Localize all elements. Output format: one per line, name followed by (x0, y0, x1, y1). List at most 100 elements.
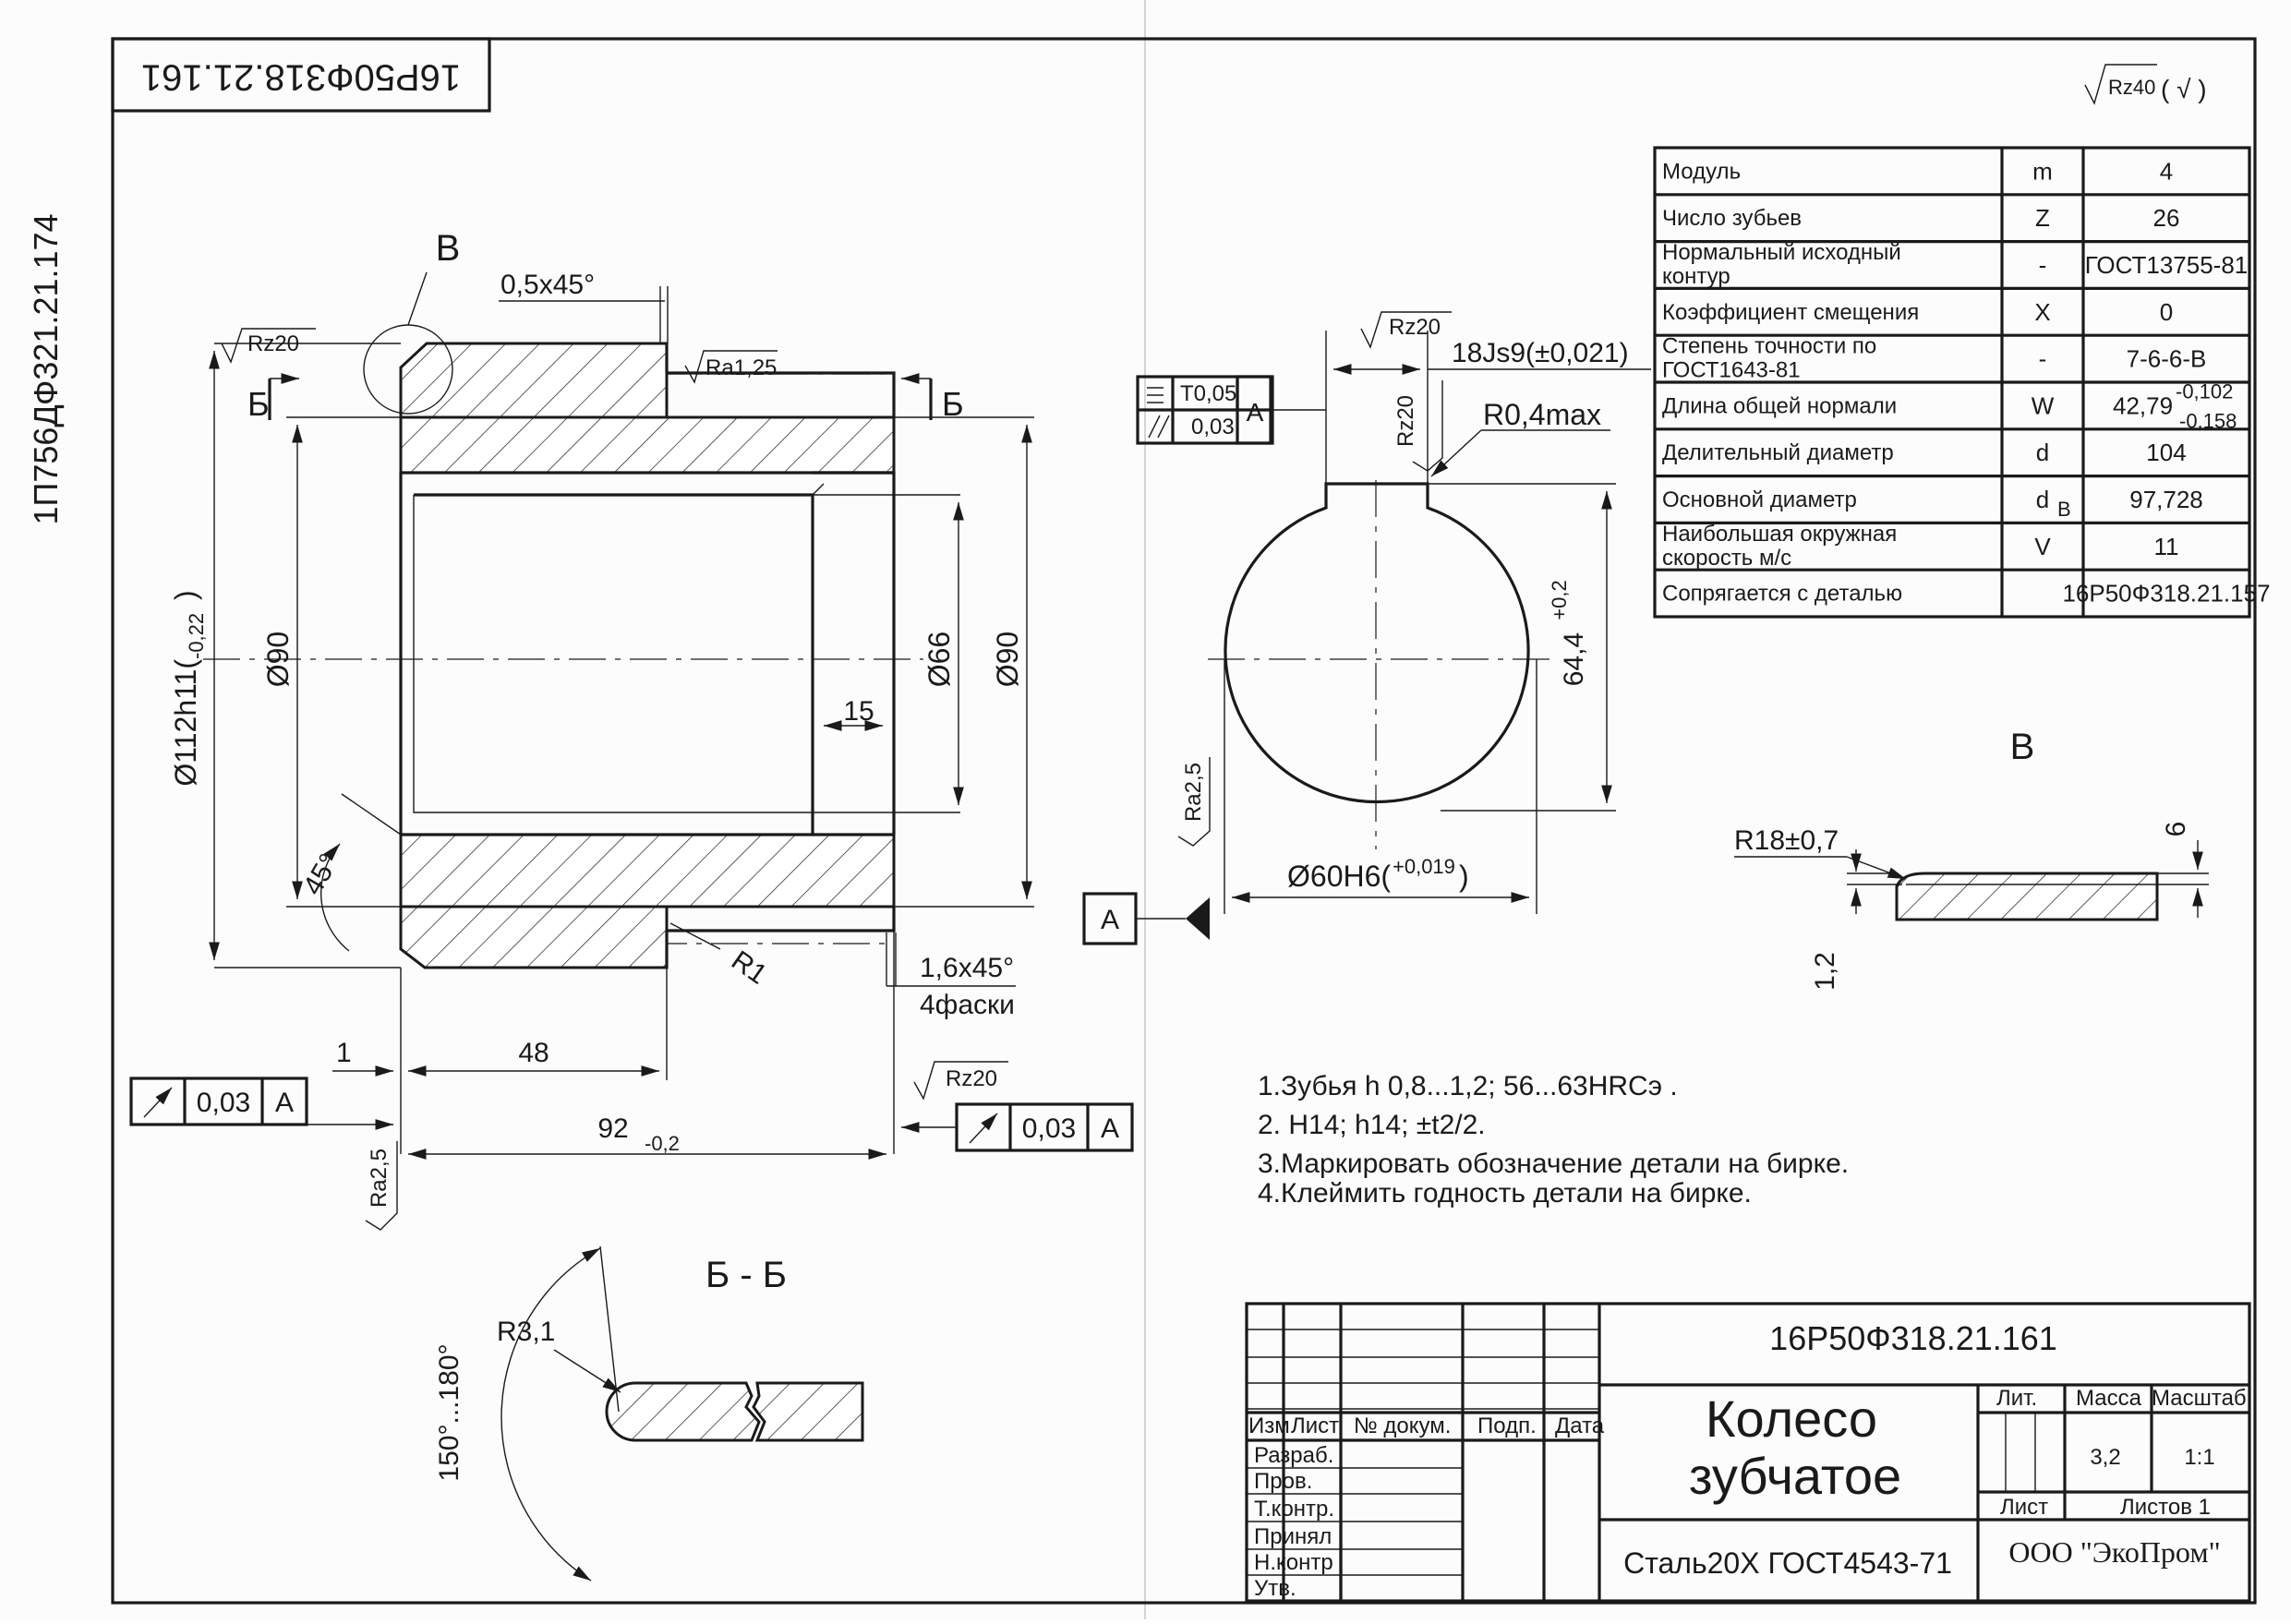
upper-wall-hatch (399, 415, 896, 475)
detail-b-dim-12: 1,2 (1810, 952, 1840, 991)
runout-tolerance-right: 0,03 A (901, 1102, 1134, 1152)
param-symbol: - (2039, 251, 2047, 279)
param-value: 11 (2154, 533, 2179, 560)
param-row: Сопрягается с деталью 16Р50Ф318.21.157 (1662, 580, 2271, 607)
lower-wall-hatch (399, 833, 896, 908)
param-value: 16Р50Ф318.21.157 (2062, 580, 2270, 607)
param-symbol: d (2036, 439, 2049, 466)
side-code: 1П756ДФ321.21.174 (27, 213, 65, 524)
dim-92-dev: -0,2 (645, 1132, 680, 1155)
section-bb-radius: R3,1 (497, 1317, 555, 1347)
keyway-depth: 64,4 (1559, 632, 1589, 686)
drawing-frame (111, 37, 2257, 1605)
angle-45: 45° (297, 848, 344, 900)
general-roughness: Rz40 ( √ ) (2084, 64, 2207, 105)
section-bb-angle: 150°...180° (434, 1343, 464, 1481)
dim-dia-112-close: ) (169, 590, 202, 600)
col-date: Дата (1555, 1413, 1605, 1438)
title-block: Изм Лист № докум. Подп. Дата Разраб.Пров… (1245, 1302, 2251, 1603)
roughness-ra125-label: Ra1,25 (705, 355, 777, 380)
title-block-role: Т.контр. (1254, 1497, 1334, 1522)
mass-value: 3,2 (2090, 1445, 2120, 1470)
param-label: Нормальный исходный (1662, 240, 1901, 265)
param-value: 42,79 (2113, 391, 2173, 419)
bore-keyway-view: 18Js9(±0,021) Rz20 Rz20 R0,4max T0,05 0,… (1082, 311, 1651, 945)
title-block-role: Пров. (1254, 1469, 1312, 1494)
keyway-tolerance-frame: T0,05 0,03 A (1136, 375, 1326, 445)
param-value: ГОСТ13755-81 (2085, 251, 2249, 279)
dim-48: 48 (518, 1038, 549, 1068)
param-symbol: W (2032, 391, 2055, 419)
detail-b-label: В (436, 228, 461, 269)
dim-dia-112: Ø112h11( (169, 659, 202, 787)
company-name: ООО "ЭкоПром" (2008, 1535, 2220, 1569)
keyway-width: 18Js9(±0,021) (1452, 338, 1629, 368)
roughness-rz20-keyway-top (1360, 311, 1452, 349)
runout-right-value: 0,03 (1022, 1113, 1076, 1144)
section-mark-left: Б (247, 385, 270, 423)
chamfer-bottom-count: 4фаски (920, 990, 1015, 1020)
section-bb-title: Б - Б (705, 1255, 787, 1295)
technical-notes: 1.Зубья h 0,8...1,2; 56...63HRCэ . 2. H1… (1258, 1071, 1849, 1209)
col-list: Лист (1291, 1413, 1339, 1438)
title-block-role: Н.контр (1254, 1550, 1333, 1575)
general-roughness-paren: ( √ ) (2161, 75, 2207, 103)
detail-b-radius: R18±0,7 (1734, 825, 1839, 856)
chamfer-top-label: 0,5x45° (500, 270, 595, 300)
param-value: 4 (2160, 157, 2173, 185)
runout-right-datum: A (1101, 1113, 1119, 1144)
param-symbol: d (2036, 486, 2049, 513)
param-symbol: Z (2035, 204, 2050, 232)
sheets-label: Листов 1 (2120, 1495, 2211, 1520)
param-value: 26 (2153, 204, 2180, 232)
dim-dia-112-dev: -0,22 (185, 613, 208, 659)
section-bb-hatch (605, 1381, 761, 1442)
param-row: Делительный диаметр d 104 (1662, 439, 2187, 466)
material: Сталь20Х ГОСТ4543-71 (1623, 1546, 1952, 1580)
note-1: 1.Зубья h 0,8...1,2; 56...63HRCэ . (1258, 1071, 1678, 1101)
param-label-line2: ГОСТ1643-81 (1662, 358, 1801, 383)
lower-tooth-hatch (399, 905, 669, 969)
inverted-code-stamp: 16Р50Ф318.21.161 (111, 37, 491, 113)
chamfer-bottom-label: 1,6x45° (920, 953, 1014, 983)
datum-a: A (1082, 892, 1210, 945)
bore-diameter: Ø60H6( (1287, 860, 1391, 893)
param-label-line2: скорость м/с (1662, 546, 1791, 571)
param-label: Делительный диаметр (1662, 440, 1894, 465)
param-label: Сопрягается с деталью (1662, 582, 1902, 607)
roughness-ra25-left (365, 1141, 398, 1231)
runout-left-datum: A (275, 1088, 294, 1118)
note-3: 3.Маркировать обозначение детали на бирк… (1258, 1149, 1849, 1179)
roughness-rz20-bottom-label: Rz20 (946, 1066, 997, 1091)
bore-diameter-dev: +0,019 (1393, 855, 1455, 878)
roughness-rz20-keyway-side-label: Rz20 (1393, 395, 1418, 447)
col-izm: Изм (1248, 1413, 1290, 1438)
dim-1: 1 (336, 1038, 352, 1068)
title-block-role: Утв. (1254, 1576, 1296, 1601)
detail-b-dim-6: 6 (2161, 822, 2191, 837)
param-value: 7-6-6-В (2127, 345, 2207, 373)
section-bb-hatch-right (752, 1381, 864, 1442)
section-mark-right: Б (942, 385, 964, 423)
col-doc: № докум. (1354, 1413, 1451, 1438)
param-value: 97,728 (2129, 486, 2203, 513)
dim-dia-66: Ø66 (922, 632, 956, 687)
datum-a-label: A (1101, 905, 1119, 935)
part-name-line1: Колесо (1706, 1389, 1877, 1448)
bore-diameter-close: ) (1459, 860, 1469, 893)
upper-tooth-hatch (399, 342, 669, 419)
param-dev-upper: -0,102 (2176, 379, 2233, 403)
param-value: 104 (2146, 439, 2186, 466)
runout-tolerance-left: 0,03 A (129, 1077, 393, 1130)
bore-outline (1224, 482, 1530, 804)
dim-dia-90-right: Ø90 (991, 632, 1024, 687)
